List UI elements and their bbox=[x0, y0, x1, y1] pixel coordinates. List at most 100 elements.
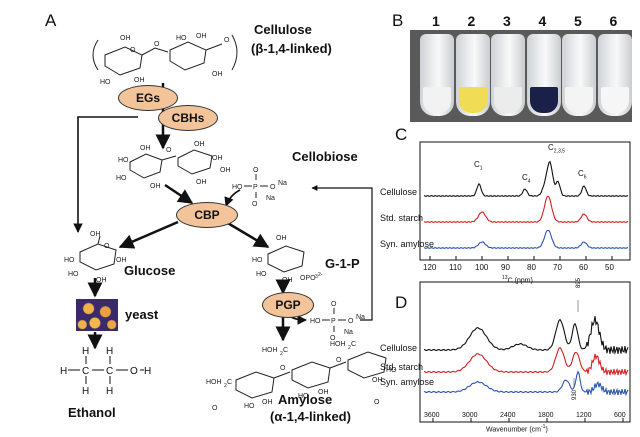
svg-text:O: O bbox=[130, 47, 136, 54]
svg-text:O: O bbox=[130, 366, 138, 377]
svg-text:2-: 2- bbox=[318, 272, 323, 278]
tube-number-1: 1 bbox=[432, 13, 440, 29]
ir-tick-label-3000: 3000 bbox=[462, 412, 478, 419]
nmr-series-line-1 bbox=[423, 195, 629, 224]
svg-text:P: P bbox=[331, 318, 336, 325]
enzyme-pgp: PGP bbox=[262, 292, 314, 318]
svg-text:OH: OH bbox=[120, 35, 131, 42]
svg-text:O: O bbox=[270, 184, 276, 191]
svg-text:HO: HO bbox=[256, 271, 267, 278]
ir-series-name-2: Syn. amylose bbox=[380, 377, 435, 387]
svg-text:OH: OH bbox=[276, 235, 287, 242]
svg-text:OH: OH bbox=[212, 155, 223, 162]
enzyme-cbhs: CBHs bbox=[158, 105, 218, 131]
svg-text:C: C bbox=[106, 366, 113, 377]
tube-contents-4 bbox=[529, 87, 558, 113]
nmr-tick-label-120: 120 bbox=[423, 263, 437, 272]
svg-text:3: 3 bbox=[315, 274, 318, 280]
svg-text:HO: HO bbox=[176, 35, 187, 42]
svg-text:HO: HO bbox=[232, 184, 243, 191]
ir-tick-label-1200: 1200 bbox=[576, 412, 592, 419]
tube-number-3: 3 bbox=[503, 13, 511, 29]
tube-3 bbox=[491, 34, 525, 116]
svg-text:HOH: HOH bbox=[206, 379, 222, 386]
ethanol-label: Ethanol bbox=[68, 405, 116, 420]
g1p-label: G-1-P bbox=[325, 256, 360, 271]
g1p-structure bbox=[267, 245, 305, 273]
nmr-tick-label-90: 90 bbox=[501, 263, 510, 272]
tube-contents-6 bbox=[600, 87, 629, 113]
svg-text:H: H bbox=[144, 366, 151, 377]
svg-text:OH: OH bbox=[318, 389, 329, 396]
nmr-tick-label-100: 100 bbox=[475, 263, 489, 272]
nmr-tick-label-50: 50 bbox=[605, 263, 614, 272]
svg-text:HO: HO bbox=[252, 257, 263, 264]
nmr-axes bbox=[419, 141, 631, 261]
svg-text:O: O bbox=[331, 301, 337, 308]
svg-text:P: P bbox=[253, 184, 258, 191]
svg-text:HO: HO bbox=[298, 393, 309, 400]
ir-peak-label-930: 930 bbox=[572, 389, 578, 400]
peak-label-c4: C4 bbox=[522, 173, 531, 185]
svg-text:OH: OH bbox=[116, 257, 127, 264]
svg-text:H: H bbox=[60, 366, 67, 377]
panel-label-b: B bbox=[392, 11, 404, 30]
nmr-tick-label-80: 80 bbox=[527, 263, 536, 272]
svg-text:OH: OH bbox=[196, 33, 207, 40]
svg-text:O: O bbox=[212, 405, 218, 412]
panel-label-a: A bbox=[45, 11, 57, 30]
tube-contents-5 bbox=[565, 87, 593, 113]
svg-text:O: O bbox=[253, 167, 259, 174]
tube-contents-2 bbox=[458, 87, 487, 113]
tube-number-6: 6 bbox=[609, 13, 618, 29]
glucose-structure bbox=[79, 235, 117, 271]
svg-text:HO: HO bbox=[116, 175, 127, 182]
panel-label-c: C bbox=[395, 125, 408, 144]
cellulose-linkage: (β-1,4-linked) bbox=[251, 41, 332, 56]
svg-text:HO: HO bbox=[64, 257, 75, 264]
svg-text:HO: HO bbox=[386, 367, 397, 374]
svg-text:C: C bbox=[283, 347, 288, 354]
yeast-label: yeast bbox=[125, 307, 159, 322]
tube-number-5: 5 bbox=[574, 13, 582, 29]
svg-text:OH: OH bbox=[262, 399, 273, 406]
svg-text:HO: HO bbox=[100, 79, 111, 86]
svg-text:OH: OH bbox=[282, 277, 293, 284]
ir-series-line-1 bbox=[423, 346, 629, 377]
svg-text:OH: OH bbox=[212, 71, 223, 78]
svg-text:Na: Na bbox=[344, 329, 353, 336]
phosphate-structure-2 bbox=[322, 308, 346, 332]
svg-text:OH: OH bbox=[140, 145, 151, 152]
svg-text:O: O bbox=[280, 365, 286, 372]
ir-tick-label-600: 600 bbox=[614, 412, 626, 419]
svg-text:O: O bbox=[348, 318, 354, 325]
amylose-linkage: (α-1,4-linked) bbox=[270, 409, 351, 424]
tube-contents-3 bbox=[494, 87, 522, 113]
tube-6 bbox=[597, 34, 632, 116]
svg-text:HO: HO bbox=[68, 271, 79, 278]
peak-label-c6: C6 bbox=[578, 169, 587, 181]
svg-text:O: O bbox=[330, 335, 336, 342]
cellobiose-structure bbox=[129, 149, 213, 179]
yeast-image bbox=[76, 299, 118, 331]
tube-number-2: 2 bbox=[467, 13, 476, 29]
ir-peak-label-895: 895 bbox=[576, 277, 582, 288]
svg-text:OH: OH bbox=[96, 277, 107, 284]
enzyme-egs: EGs bbox=[118, 85, 178, 111]
nmr-tick-label-60: 60 bbox=[579, 263, 588, 272]
svg-text:2: 2 bbox=[224, 383, 227, 389]
ir-tick-label-3600: 3600 bbox=[424, 412, 440, 419]
svg-text:OH: OH bbox=[150, 183, 161, 190]
svg-text:OH: OH bbox=[90, 231, 101, 238]
svg-text:HOH: HOH bbox=[330, 341, 346, 348]
svg-text:O: O bbox=[224, 37, 230, 44]
ir-tick-marks bbox=[432, 418, 624, 422]
nmr-series-name-0: Cellulose bbox=[380, 187, 418, 197]
cellobiose-label: Cellobiose bbox=[292, 149, 358, 164]
ir-series-name-1: Std. starch bbox=[380, 362, 424, 372]
svg-text:HO: HO bbox=[244, 403, 255, 410]
ir-tick-label-2400: 2400 bbox=[500, 412, 516, 419]
svg-text:O: O bbox=[154, 41, 160, 48]
svg-text:O: O bbox=[374, 399, 380, 406]
svg-text:2: 2 bbox=[348, 345, 351, 351]
